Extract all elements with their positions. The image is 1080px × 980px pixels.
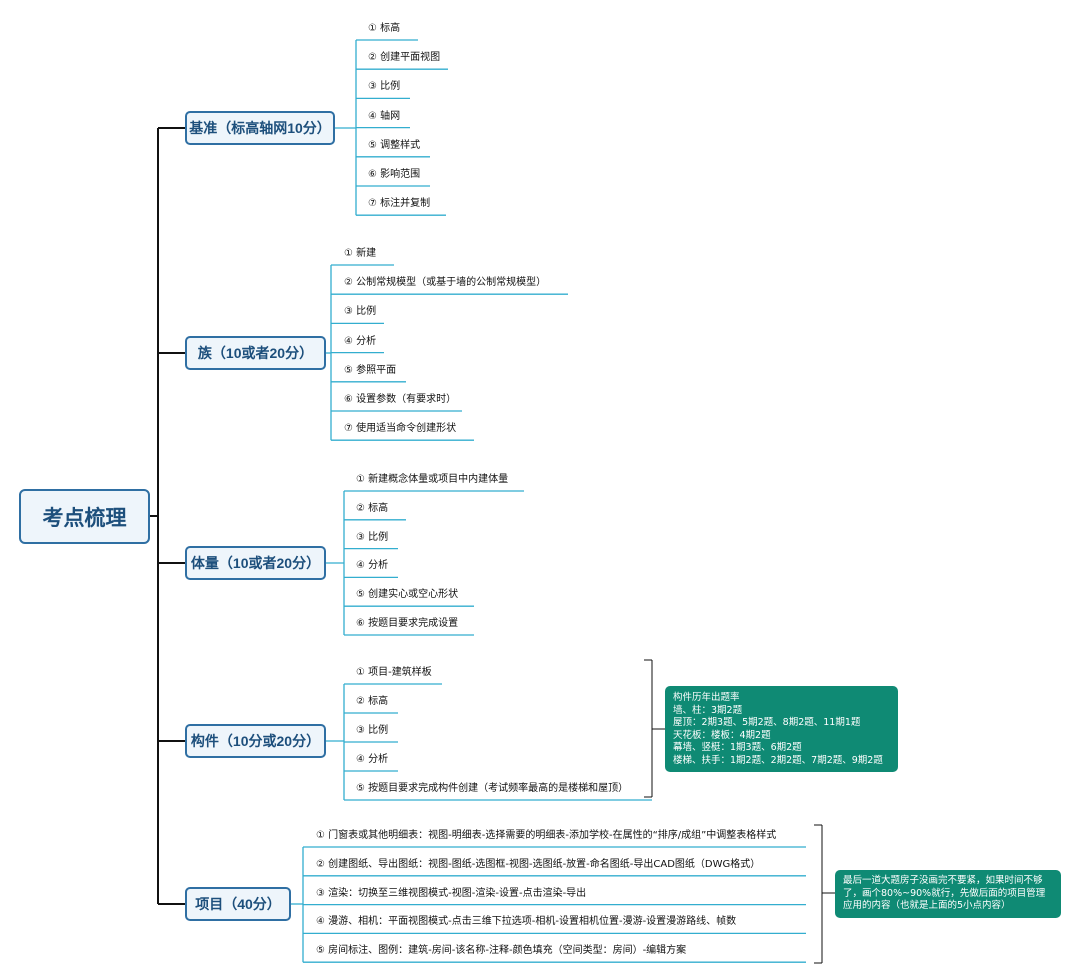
leaf-item[interactable]: ③ 比例 [356,531,389,543]
note-line: 屋顶：2期3题、5期2题、8期2题、11期1题 [673,717,861,728]
root-node[interactable]: 考点梳理 [19,489,150,544]
leaf-item[interactable]: ⑥ 按题目要求完成设置 [356,618,459,629]
project-tip-note: 最后一道大题房子没画完不要紧，如果时间不够 了，画个80%~90%就行，先做后面… [835,870,1061,918]
leaf-item[interactable]: ③ 比例 [368,81,401,93]
leaf-item[interactable]: ① 标高 [368,23,401,34]
component-frequency-note: 构件历年出题率 墙、柱：3期2题 屋顶：2期3题、5期2题、8期2题、11期1题… [665,686,898,772]
note-line: 了，画个80%~90%就行，先做后面的项目管理 [843,887,1046,899]
note-line: 墙、柱：3期2题 [673,704,743,716]
leaf-item[interactable]: ② 创建平面视图 [368,52,441,64]
leaf-item[interactable]: ④ 漫游、相机：平面视图模式-点击三维下拉选项-相机-设置相机位置-漫游-设置漫… [316,916,737,928]
note-line: 楼梯、扶手：1期2题、2期2题、7期2题、9期2题 [673,754,883,766]
note-line: 最后一道大题房子没画完不要紧，如果时间不够 [843,875,1043,886]
section-project[interactable]: 项目（40分） [185,887,291,921]
leaf-item[interactable]: ② 标高 [356,502,389,514]
leaf-item[interactable]: ④ 分析 [356,754,389,765]
leaf-item[interactable]: ③ 比例 [356,725,389,736]
leaf-item[interactable]: ④ 轴网 [368,110,401,122]
leaf-item[interactable]: ⑤ 参照平面 [344,364,397,376]
leaf-item[interactable]: ① 新建概念体量或项目中内建体量 [356,474,509,485]
leaf-item[interactable]: ① 门窗表或其他明细表：视图-明细表-选择需要的明细表-添加学校-在属性的“排序… [316,830,777,841]
section-component[interactable]: 构件（10分或20分） [185,724,326,758]
leaf-item[interactable]: ① 新建 [344,248,377,259]
leaf-item[interactable]: ④ 分析 [356,560,389,572]
leaf-item[interactable]: ⑥ 影响范围 [368,169,421,180]
leaf-item[interactable]: ⑤ 调整样式 [368,139,421,151]
note-line: 幕墙、竖梃：1期3题、6期2题 [673,742,802,753]
note-line: 天花板：楼板：4期2题 [673,729,771,741]
note-line: 构件历年出题率 [673,692,740,703]
leaf-item[interactable]: ② 标高 [356,696,389,707]
leaf-item[interactable]: ③ 渲染：切换至三维视图模式-视图-渲染-设置-点击渲染-导出 [316,887,587,899]
section-benchmark[interactable]: 基准（标高轴网10分） [185,111,335,145]
leaf-item[interactable]: ④ 分析 [344,335,377,347]
note-line: 应用的内容（也就是上面的5小点内容） [843,900,1011,911]
leaf-item[interactable]: ⑦ 标注并复制 [368,198,431,210]
leaf-item[interactable]: ⑤ 房间标注、图例：建筑-房间-该名称-注释-颜色填充（空间类型：房间）-编辑方… [316,945,687,957]
leaf-item[interactable]: ⑤ 创建实心或空心形状 [356,589,459,601]
leaf-item[interactable]: ② 创建图纸、导出图纸：视图-图纸-选图框-视图-选图纸-放置-命名图纸-导出C… [316,858,761,870]
leaf-item[interactable]: ③ 比例 [344,306,377,318]
leaf-item[interactable]: ⑥ 设置参数（有要求时） [344,394,457,405]
leaf-item[interactable]: ⑦ 使用适当命令创建形状 [344,423,457,435]
leaf-item[interactable]: ② 公制常规模型（或基于墙的公制常规模型） [344,277,547,289]
section-family[interactable]: 族（10或者20分） [185,336,326,370]
leaf-item[interactable]: ⑤ 按题目要求完成构件创建（考试频率最高的是楼梯和屋顶） [356,783,629,794]
leaf-item[interactable]: ① 项目-建筑样板 [356,667,432,678]
section-mass[interactable]: 体量（10或者20分） [185,546,326,580]
